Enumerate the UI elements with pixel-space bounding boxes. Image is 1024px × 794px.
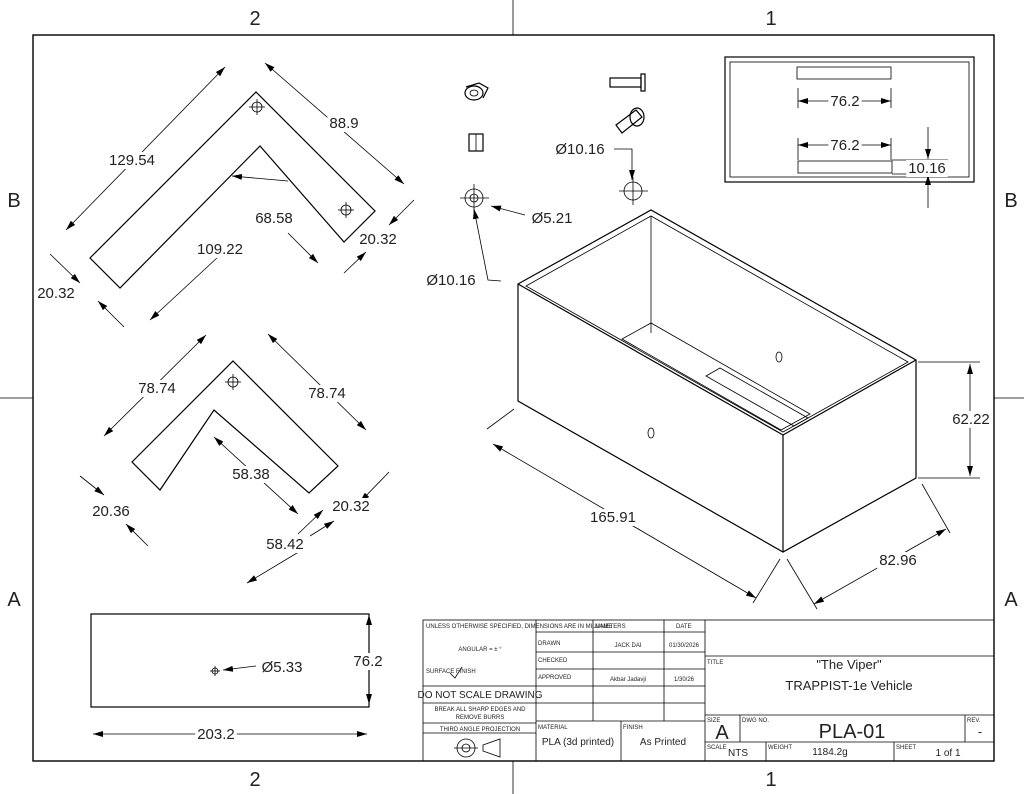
row-checked-label: CHECKED	[538, 658, 568, 664]
dim-label: 20.36	[92, 503, 130, 520]
dwg-no-label: DWG NO.	[742, 718, 769, 724]
zone-label: 1	[765, 769, 776, 791]
dim-label: 20.32	[359, 231, 397, 248]
dim-label: 78.74	[138, 380, 176, 397]
col-name-header: NAME	[595, 624, 612, 630]
material-label: MATERIAL	[538, 725, 568, 731]
angular-tolerance: ANGULAR = ± °	[458, 647, 502, 653]
bolt-top-view: Ø10.16	[553, 141, 648, 205]
row-drawn-label: DRAWN	[538, 641, 560, 647]
scale-value: NTS	[728, 748, 748, 759]
dim-label: 20.32	[37, 285, 75, 302]
projection-label: THIRD ANGLE PROJECTION	[440, 727, 520, 733]
rev-label: REV.	[967, 718, 981, 724]
dim-label: Ø10.16	[426, 272, 475, 289]
dim-label: 10.16	[908, 160, 946, 177]
dim-label: 165.91	[590, 509, 636, 526]
dim-label: 88.9	[329, 115, 358, 132]
dim-label: 78.74	[308, 385, 346, 402]
size-value: A	[715, 722, 729, 744]
dim-label: 76.2	[830, 93, 859, 110]
finish-label: FINISH	[623, 725, 643, 731]
zone-label: B	[7, 190, 20, 212]
dim-label: 129.54	[109, 152, 155, 169]
break-edges-note: REMOVE BURRS	[456, 715, 505, 721]
bolt-part	[609, 73, 646, 134]
col-date-header: DATE	[676, 624, 692, 630]
row-approved-label: APPROVED	[538, 675, 572, 681]
zone-label: A	[1004, 589, 1018, 611]
spacer-part	[468, 133, 484, 152]
hole-marker	[338, 202, 354, 218]
sheet-value: 1 of 1	[935, 748, 960, 759]
spacer-top-view: Ø5.21 Ø10.16	[424, 184, 575, 289]
zone-label: 2	[249, 769, 260, 791]
surface-finish-icon	[449, 666, 463, 679]
l-bracket-view-1: 129.54 88.9 68.58 109.22 20.32 20.32	[35, 62, 415, 328]
drawing-subtitle: TRAPPIST-1e Vehicle	[785, 678, 912, 693]
dim-label: Ø5.33	[262, 659, 303, 676]
zone-label: B	[1004, 190, 1017, 212]
size-label: SIZE	[707, 718, 720, 724]
slot-detail-view: 76.2 76.2 10.16	[724, 56, 975, 208]
weight-value: 1184.2g	[812, 747, 847, 758]
third-angle-projection-icon	[454, 738, 501, 758]
dim-label: 58.38	[232, 466, 270, 483]
hole-marker	[249, 99, 265, 115]
standoff-part	[464, 82, 489, 101]
break-edges-note: BREAK ALL SHARP EDGES AND	[434, 707, 526, 713]
hole-marker	[225, 374, 241, 390]
dim-label: 68.58	[255, 210, 293, 227]
drawing-title: "The Viper"	[816, 657, 882, 672]
dim-label: 109.22	[197, 241, 243, 258]
zone-label: 2	[249, 8, 260, 30]
dim-label: 76.2	[353, 653, 382, 670]
approved-name: Akbar Jadavji	[610, 677, 646, 683]
dim-label: 82.96	[879, 552, 917, 569]
dim-label: Ø5.21	[532, 210, 573, 227]
weight-label: WEIGHT	[768, 745, 792, 751]
rev-value: -	[978, 724, 982, 739]
zone-labels: 2 1 2 1 B A B A	[7, 8, 1018, 791]
do-not-scale-note: DO NOT SCALE DRAWING	[417, 690, 542, 701]
dwg-no-value: PLA-01	[819, 721, 886, 743]
drawn-name: JACK DAI	[614, 643, 641, 649]
dim-label: 203.2	[197, 726, 235, 743]
enclosure-isometric-view: 165.91 82.96 62.22	[486, 209, 992, 610]
title-label: TITLE	[707, 660, 723, 666]
surface-finish-label: SURFACE FINISH	[426, 669, 476, 675]
dim-label: 76.2	[830, 137, 859, 154]
hole-marker	[210, 666, 220, 676]
drawn-date: 01/30/2026	[669, 643, 700, 649]
dim-label: Ø10.16	[555, 141, 604, 158]
dim-label: 62.22	[952, 411, 990, 428]
zone-label: 1	[765, 8, 776, 30]
scale-label: SCALE	[707, 745, 727, 751]
finish-value: As Printed	[640, 737, 686, 748]
material-value: PLA (3d printed)	[542, 737, 614, 748]
general-note: UNLESS OTHERWISE SPECIFIED, DIMENSIONS A…	[426, 624, 626, 630]
dim-label: 20.32	[332, 498, 370, 515]
base-plate-view: Ø5.33 76.2 203.2	[90, 613, 385, 743]
approved-date: 1/30/26	[674, 677, 695, 683]
zone-label: A	[7, 589, 21, 611]
title-block: UNLESS OTHERWISE SPECIFIED, DIMENSIONS A…	[417, 619, 995, 762]
dim-label: 58.42	[266, 536, 304, 553]
l-bracket-view-2: 78.74 78.74 58.38 20.36 20.32 58.42	[79, 333, 390, 584]
sheet-label: SHEET	[896, 745, 916, 751]
